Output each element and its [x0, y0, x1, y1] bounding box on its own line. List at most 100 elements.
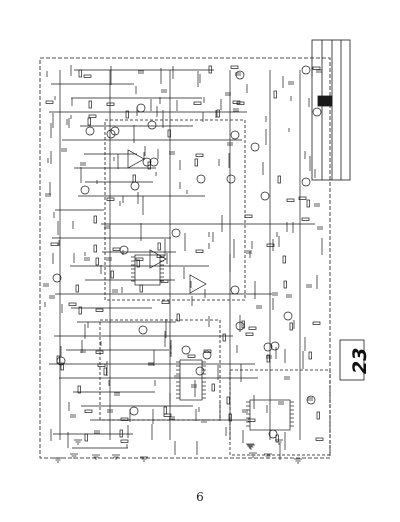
resistor-symbol	[106, 197, 115, 201]
transistor-symbol	[80, 185, 90, 195]
resistor-symbol	[88, 114, 97, 118]
resistor-symbol	[161, 300, 170, 304]
transistor-symbol	[230, 285, 240, 295]
resistor-symbol	[211, 383, 215, 392]
transistor-symbol	[147, 120, 157, 130]
resistor-symbol	[315, 437, 324, 441]
resistor-symbol	[87, 117, 91, 126]
transistor-symbol	[136, 103, 146, 113]
resistor-symbol	[95, 308, 104, 312]
resistor-symbol	[194, 158, 198, 167]
resistor-symbol	[244, 214, 253, 218]
ic-block	[134, 254, 161, 286]
resistor-symbol	[266, 243, 275, 247]
pcb-region	[104, 119, 246, 301]
resistor-symbol	[119, 429, 123, 438]
resistor-symbol	[193, 101, 202, 105]
resistor-symbol	[286, 198, 295, 202]
resistor-symbol	[316, 411, 320, 420]
transistor-symbol	[235, 321, 245, 331]
resistor-symbol	[132, 174, 136, 183]
resistor-symbol	[60, 362, 64, 371]
resistor-symbol	[125, 110, 129, 119]
resistor-symbol	[195, 153, 204, 157]
transistor-symbol	[196, 174, 206, 184]
resistor-symbol	[84, 433, 88, 442]
opamp-symbol	[149, 249, 167, 269]
resistor-symbol	[277, 175, 281, 184]
resistor-symbol	[247, 418, 256, 422]
resistor-symbol	[139, 284, 143, 293]
opamp-symbol	[189, 274, 207, 294]
resistor-symbol	[112, 247, 121, 251]
resistor-symbol	[298, 196, 307, 200]
resistor-symbol	[306, 199, 310, 208]
resistor-symbol	[56, 355, 60, 364]
transistor-symbol	[270, 341, 280, 351]
resistor-symbol	[83, 74, 92, 78]
transistor-symbol	[142, 157, 152, 167]
resistor-symbol	[312, 321, 321, 325]
resistor-symbol	[248, 326, 257, 330]
resistor-symbol	[203, 349, 212, 353]
resistor-symbol	[84, 409, 93, 413]
transistor-symbol	[260, 191, 270, 201]
opamp-symbol	[127, 149, 145, 169]
page-number: 6	[196, 490, 204, 504]
resistor-symbol	[208, 65, 212, 74]
resistor-symbol	[103, 367, 107, 376]
resistor-symbol	[45, 100, 54, 104]
resistor-symbol	[230, 65, 239, 69]
transistor-symbol	[85, 126, 95, 136]
resistor-symbol	[195, 249, 204, 253]
resistor-symbol	[187, 354, 196, 358]
resistor-symbol	[120, 439, 129, 443]
transistor-symbol	[138, 325, 148, 335]
transistor-symbol	[129, 406, 139, 416]
resistor-symbol	[308, 351, 312, 360]
resistor-symbol	[301, 217, 310, 221]
resistor-symbol	[75, 284, 79, 293]
transistor-symbol	[181, 345, 191, 355]
resistor-symbol	[216, 109, 220, 118]
resistor-symbol	[68, 302, 77, 306]
resistor-symbol	[289, 322, 293, 331]
resistor-symbol	[163, 406, 167, 415]
resistor-symbol	[163, 413, 172, 417]
transistor-symbol	[312, 107, 322, 117]
resistor-symbol	[283, 280, 287, 289]
resistor-symbol	[312, 66, 321, 70]
resistor-symbol	[120, 417, 129, 421]
schematic-frame	[39, 57, 331, 459]
resistor-symbol	[95, 350, 104, 354]
resistor-symbol	[147, 161, 151, 170]
transistor-symbol	[230, 130, 240, 140]
resistor-symbol	[245, 332, 254, 336]
resistor-symbol	[241, 320, 245, 329]
transistor-symbol	[250, 142, 260, 152]
ic-block	[179, 359, 203, 401]
resistor-symbol	[157, 242, 161, 251]
resistor-symbol	[78, 306, 82, 315]
transistor-symbol	[195, 366, 205, 376]
resistor-symbol	[282, 255, 286, 264]
wiring	[44, 65, 323, 460]
ic-block	[249, 399, 291, 431]
transistor-symbol	[119, 245, 129, 255]
resistor-symbol	[222, 333, 226, 342]
resistor-symbol	[136, 259, 140, 268]
channel-display-box	[339, 339, 365, 381]
resistor-symbol	[110, 270, 114, 279]
chassis-border	[39, 57, 331, 459]
resistor-symbol	[50, 242, 59, 246]
resistor-symbol	[266, 354, 270, 363]
components	[43, 65, 324, 464]
resistor-symbol	[93, 244, 97, 253]
resistor-symbol	[95, 257, 99, 266]
resistor-symbol	[93, 215, 97, 224]
resistor-symbol	[106, 102, 115, 106]
resistor-symbol	[228, 413, 232, 422]
resistor-symbol	[88, 100, 92, 109]
